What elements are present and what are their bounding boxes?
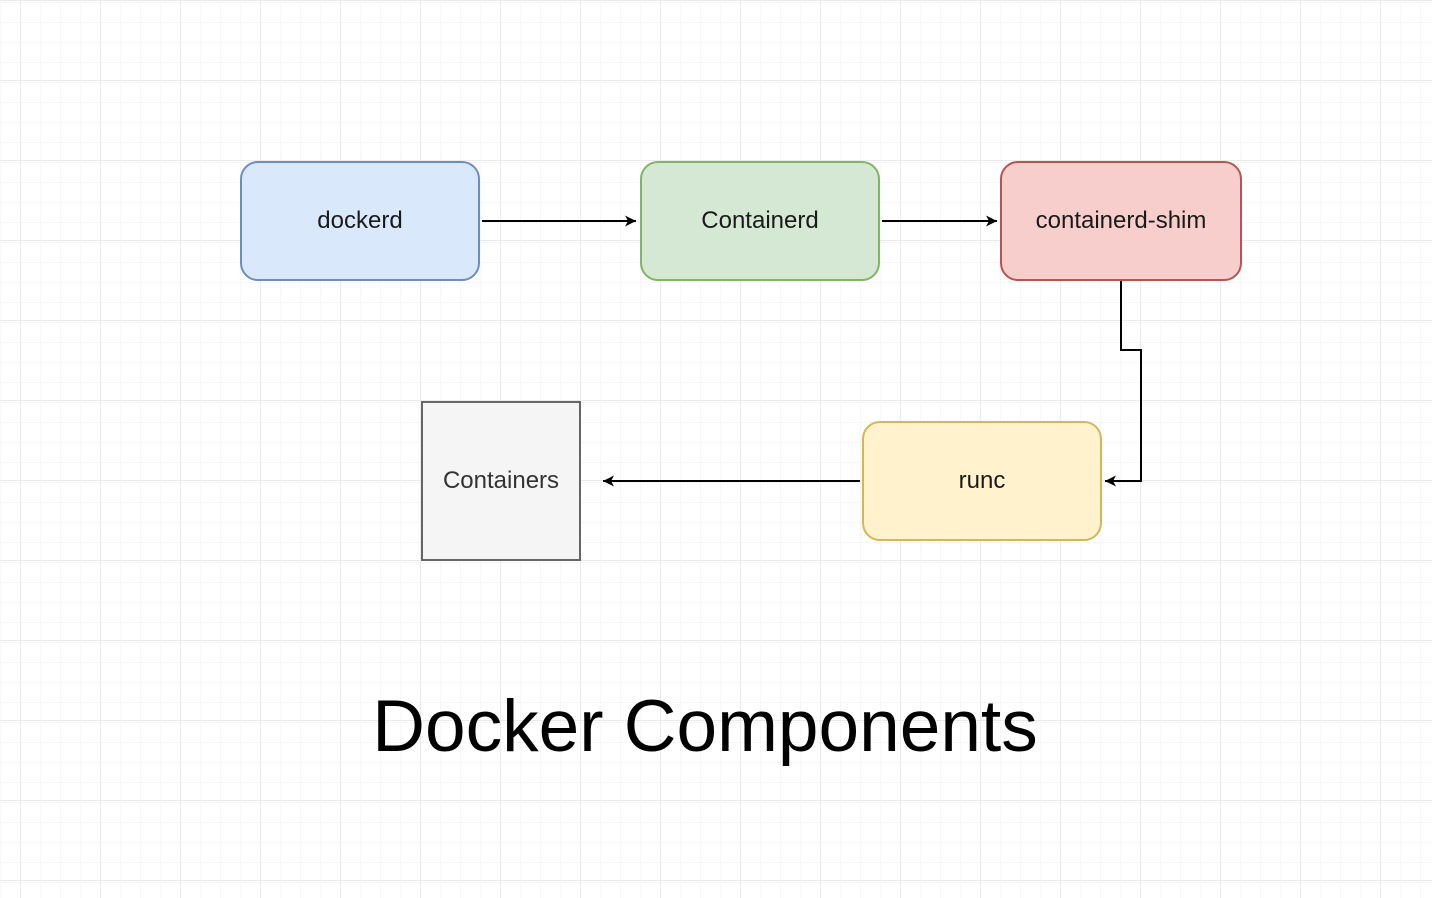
diagram-title[interactable]: Docker Components (372, 686, 1038, 767)
node-dockerd-label: dockerd (317, 207, 403, 234)
node-containerd[interactable]: Containerd (640, 161, 880, 281)
node-runc[interactable]: runc (862, 421, 1102, 541)
node-runc-label: runc (958, 467, 1006, 494)
node-containers[interactable]: Containers (421, 401, 581, 561)
node-dockerd[interactable]: dockerd (240, 161, 480, 281)
edge-containerd-shim-to-runc[interactable] (1105, 281, 1142, 487)
node-containers-label: Containers (442, 467, 560, 494)
node-containerd-label: Containerd (701, 207, 819, 234)
node-containerd-shim-label: containerd-shim (1035, 207, 1207, 234)
node-containerd-shim[interactable]: containerd-shim (1000, 161, 1242, 281)
